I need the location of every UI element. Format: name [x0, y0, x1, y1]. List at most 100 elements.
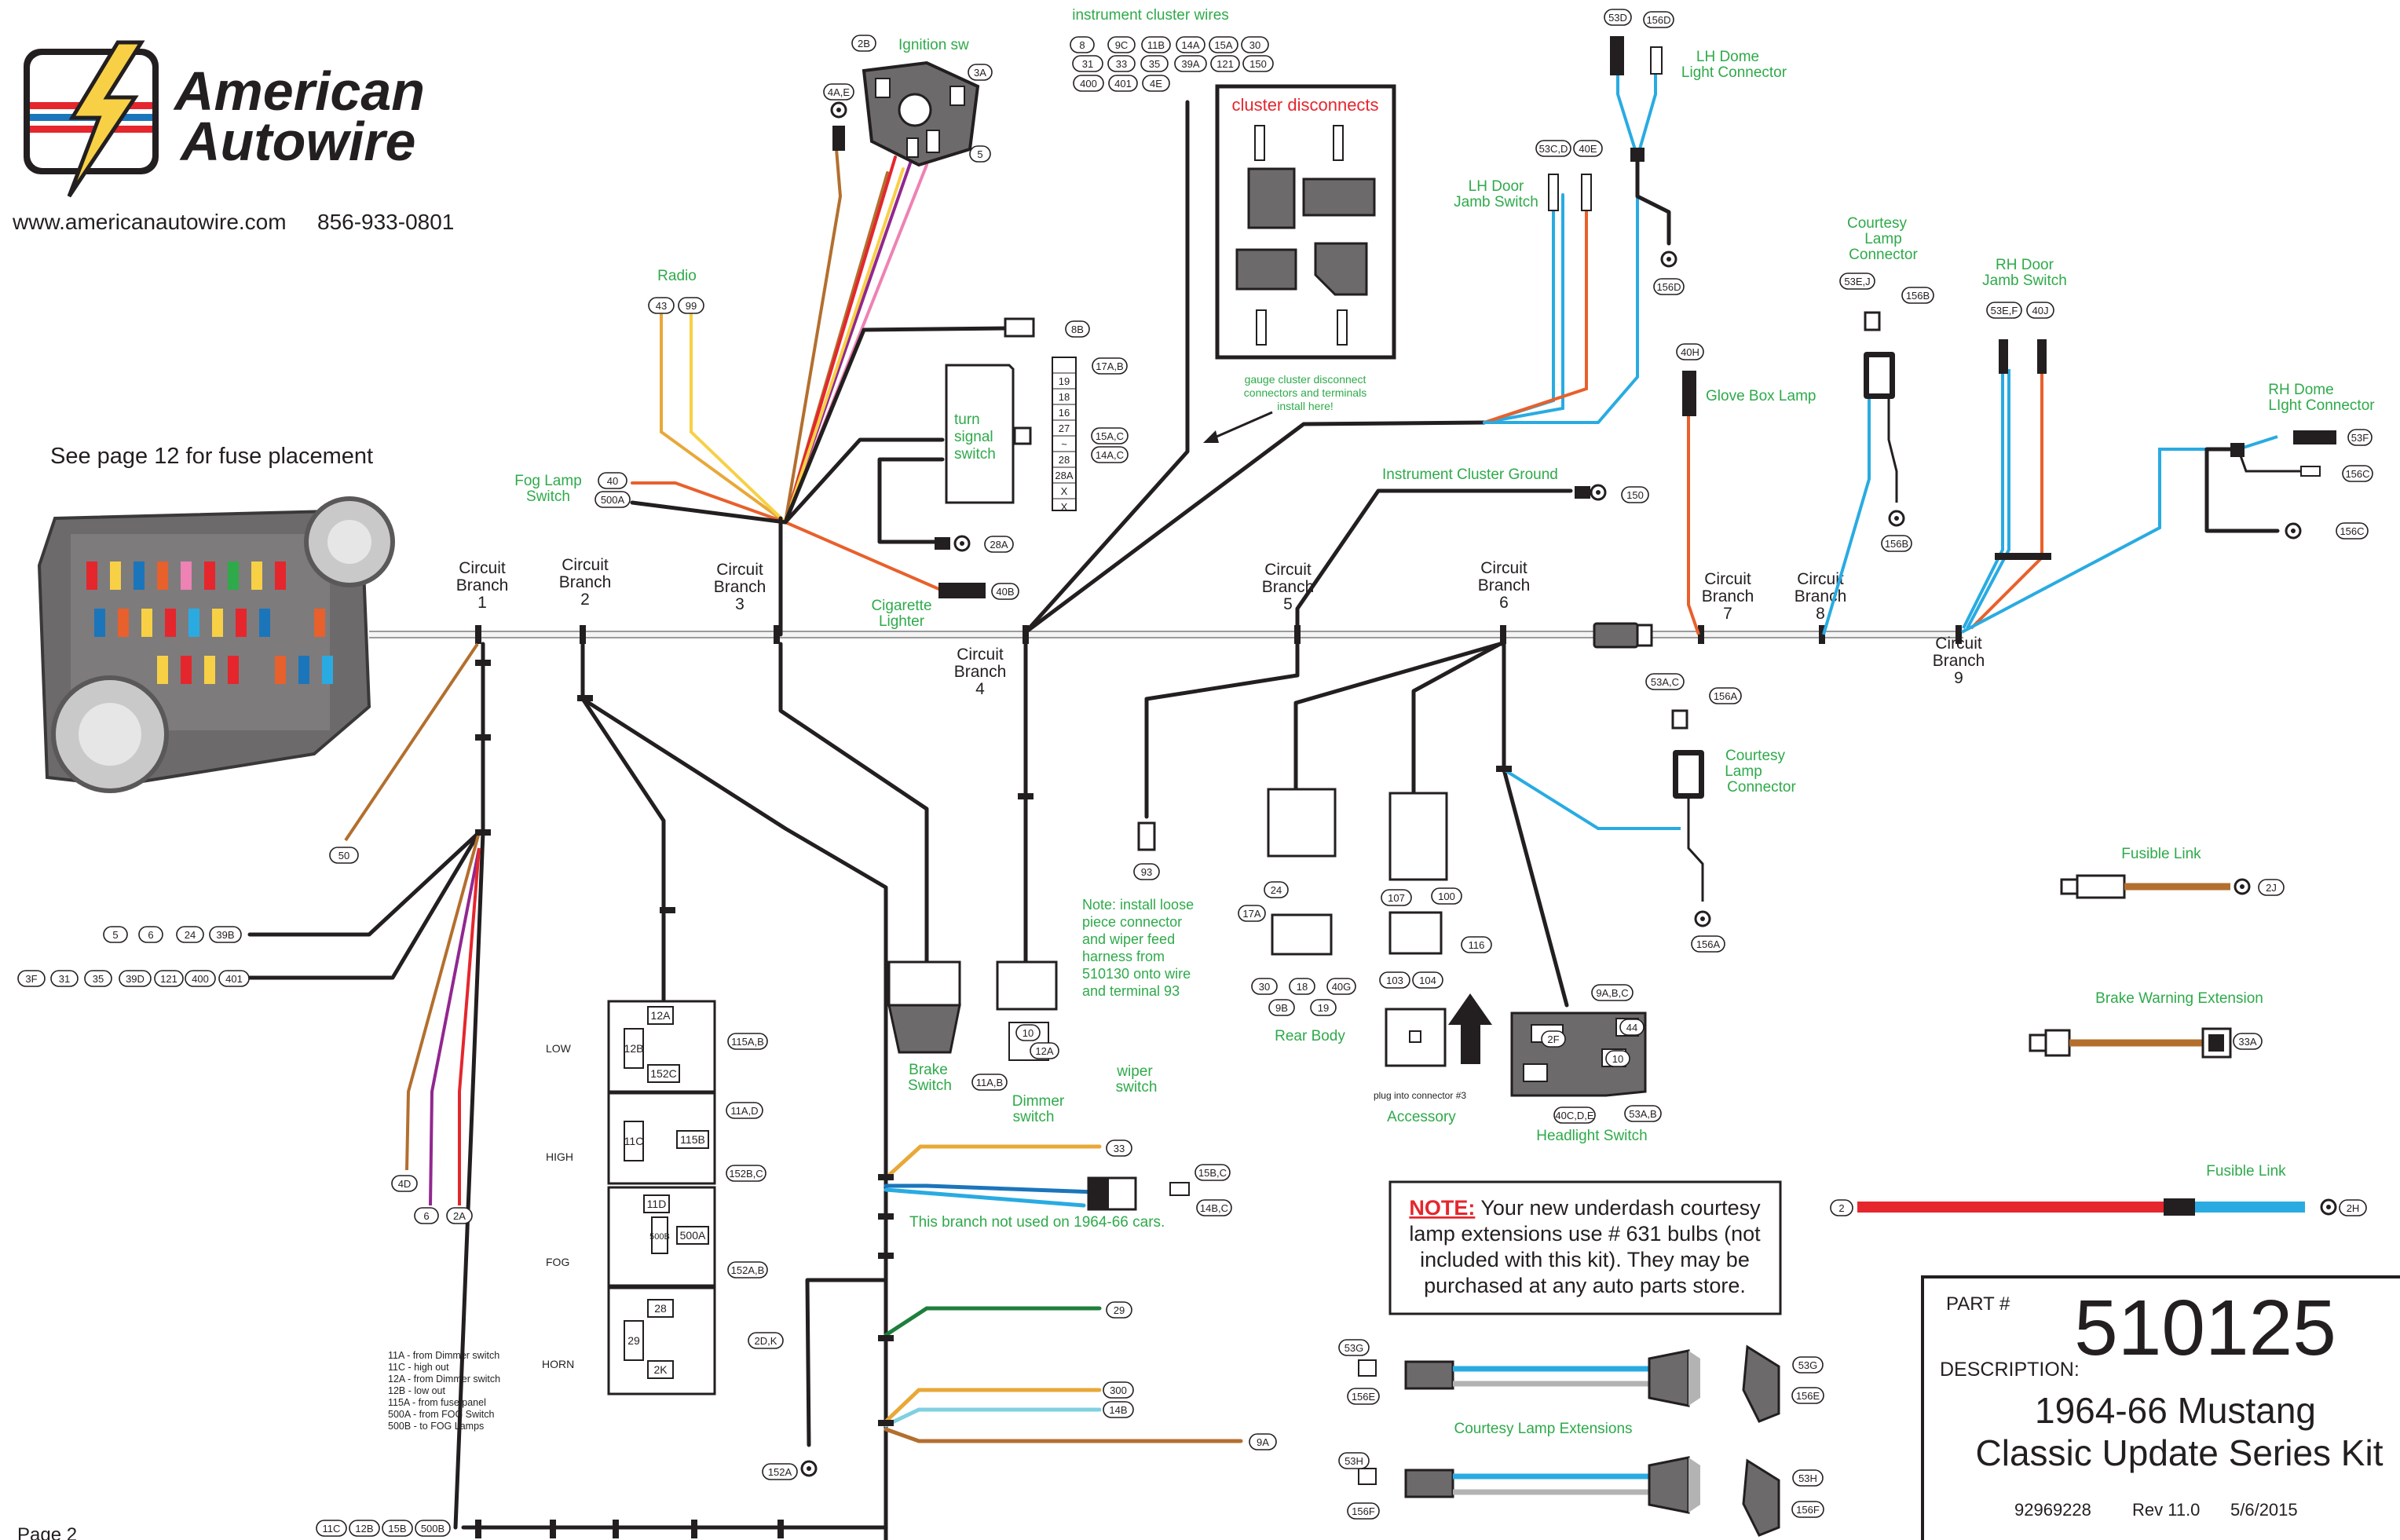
turn-pin-label: 16	[1059, 407, 1070, 419]
branch-9-word2: Branch	[1933, 652, 1985, 670]
wire-tag-text: 152B,C	[729, 1168, 763, 1180]
rear-body-label: Rear Body	[1275, 1028, 1345, 1044]
relay-fog-b: 500B	[649, 1232, 670, 1242]
wire-tag-ce-156f2: 156F	[1791, 1501, 1824, 1518]
relay-stack: 12A 12B 152C 11C 115B 11D 500B 500A 28 2…	[542, 1000, 716, 1396]
relay-high-a: 11C	[624, 1135, 644, 1147]
wire-tag-cl2-156a2: 156A	[1691, 935, 1725, 953]
wire-tag-rd-156c: 156C	[2342, 465, 2373, 482]
turn-pin-label: 27	[1059, 422, 1070, 434]
note-line-3: included with this kit). They may be	[1420, 1248, 1750, 1271]
wire-tag-text: 10	[1612, 1053, 1623, 1065]
wire-tag-text: 39D	[126, 973, 145, 985]
part-label: PART #	[1946, 1293, 2010, 1315]
dimmer-label-2: switch	[1013, 1109, 1055, 1125]
wire-tag-rb-24: 24	[1264, 881, 1289, 898]
wire-tag-j-40e: 40E	[1573, 140, 1603, 157]
wire-tag-text: 15B,C	[1198, 1167, 1227, 1179]
wire-tag-text: 156B	[1906, 290, 1930, 302]
branch-8-word1: Circuit	[1797, 570, 1844, 588]
wire-tag-ac-107: 107	[1381, 889, 1412, 906]
wire-tag-text: 53F	[2351, 432, 2369, 444]
gauge-note-1: gauge cluster disconnect	[1245, 373, 1366, 386]
wire-tag-text: 53E,F	[1991, 305, 2018, 316]
branch-5-number: 5	[1283, 595, 1293, 613]
wire-tag-d-53d: 53D	[1604, 9, 1632, 26]
courtesy-extensions-label: Courtesy Lamp Extensions	[1454, 1421, 1632, 1437]
website-link[interactable]: www.americanautowire.com	[12, 210, 287, 234]
branch-5-word1: Circuit	[1264, 561, 1312, 579]
brake-warning-label: Brake Warning Extension	[2095, 990, 2263, 1007]
branch-9-word1: Circuit	[1935, 635, 1982, 653]
rh-door-label-1: RH Door	[1996, 257, 2054, 273]
wire-tag-text: 11A,D	[730, 1105, 758, 1117]
wire-tag-r-115ab: 115A,B	[727, 1033, 768, 1050]
wiper-note-3: and wiper feed	[1082, 931, 1175, 947]
wire-tag-text: 5	[112, 929, 118, 941]
wiper-label-1: wiper	[1116, 1063, 1153, 1080]
wire-tag-text: 9A	[1257, 1436, 1269, 1448]
document-number: 92969228	[2014, 1500, 2091, 1520]
wire-tag-text: 53G	[1345, 1342, 1364, 1354]
cigarette-lighter-plug	[938, 583, 986, 598]
relay-legend-4: 12B - low out	[388, 1385, 445, 1396]
wire-tag-text: 400	[192, 973, 209, 985]
branch-6-word2: Branch	[1478, 576, 1531, 594]
courtesy-extension-bottom	[1358, 1456, 1780, 1537]
revision-date: 5/6/2015	[2230, 1500, 2298, 1520]
wire-tag-text: 14A	[1181, 39, 1199, 51]
wire-tag-hs-53ab: 53A,B	[1624, 1105, 1662, 1122]
wire-tag-text: 115A,B	[731, 1036, 764, 1048]
branch-1-word1: Circuit	[459, 559, 506, 577]
lh-dome-label-2: Light Connector	[1681, 64, 1787, 81]
cluster-disconnects-box: cluster disconnects	[1215, 84, 1396, 360]
relay-fog-label: FOG	[546, 1256, 569, 1268]
wire-tag-text: 30	[1249, 39, 1260, 51]
wire-tag-hs-44: 44	[1619, 1019, 1645, 1036]
fusible-link-2-label: Fusible Link	[2206, 1163, 2286, 1180]
wire-tag-text: 5	[977, 148, 982, 160]
wire-tag-text: 401	[1114, 78, 1132, 90]
bulb-note-box: NOTE: Your new underdash courtesy lamp e…	[1388, 1180, 1782, 1315]
branch-7-word1: Circuit	[1704, 570, 1751, 588]
ignition-label: Ignition sw	[898, 37, 969, 53]
wire-tag-text: 40H	[1681, 346, 1699, 358]
relay-legend-3: 12A - from Dimmer switch	[388, 1374, 500, 1385]
wire-tag-r-152bc: 152B,C	[726, 1165, 766, 1182]
wire-tag-text: 156C	[2340, 525, 2364, 537]
wire-tag-r-152a: 152A	[762, 1463, 798, 1480]
relay-high-label: HIGH	[546, 1150, 573, 1163]
wire-tag-rb-9b: 9B	[1268, 999, 1295, 1016]
wire-tag-hs-2f: 2F	[1541, 1030, 1566, 1048]
wire-tag-t-2b: 2B	[851, 35, 876, 52]
wire-tag-text: 2J	[2266, 882, 2277, 894]
rh-door-label-2: Jamb Switch	[1982, 273, 2067, 289]
relay-legend-6: 500A - from FOG Switch	[388, 1409, 495, 1420]
wire-tag-text: 40B	[996, 586, 1014, 598]
note-line-2: lamp extensions use # 631 bulbs (not	[1409, 1222, 1761, 1246]
wire-tag-text: 156C	[2345, 468, 2369, 480]
wire-tag-fl2-2: 2	[1830, 1199, 1853, 1216]
wire-tag-text: 156A	[1696, 938, 1721, 950]
relay-legend-1: 11A - from Dimmer switch	[388, 1350, 499, 1361]
wire-tag-text: 3F	[25, 973, 37, 985]
wire-tag-text: 4A,E	[828, 86, 851, 98]
wire-tag-text: 14A,C	[1096, 449, 1124, 461]
svg-text:NOTE: Your new underdash court: NOTE: Your new underdash courtesy	[1409, 1196, 1761, 1220]
wire-tag-h2-3f: 3F	[17, 970, 46, 987]
turn-pin-label: ~	[1061, 438, 1067, 450]
wire-tag-c-401: 401	[1108, 75, 1138, 92]
cig-label-1: Cigarette	[871, 598, 931, 614]
rear-body-connector	[1267, 788, 1337, 956]
relay-low-label: LOW	[546, 1042, 572, 1055]
wire-tag-text: 156F	[1352, 1505, 1375, 1517]
wire-tag-text: 2H	[2347, 1202, 2360, 1214]
wire-tag-text: 500B	[421, 1523, 445, 1535]
wire-tag-text: 14B	[1109, 1404, 1127, 1416]
courtesy-top-2: Lamp	[1864, 231, 1902, 247]
fog-label-1: Fog Lamp	[514, 473, 582, 489]
wire-tag-text: 2A	[453, 1210, 466, 1222]
relay-horn-c: 2K	[653, 1363, 668, 1376]
